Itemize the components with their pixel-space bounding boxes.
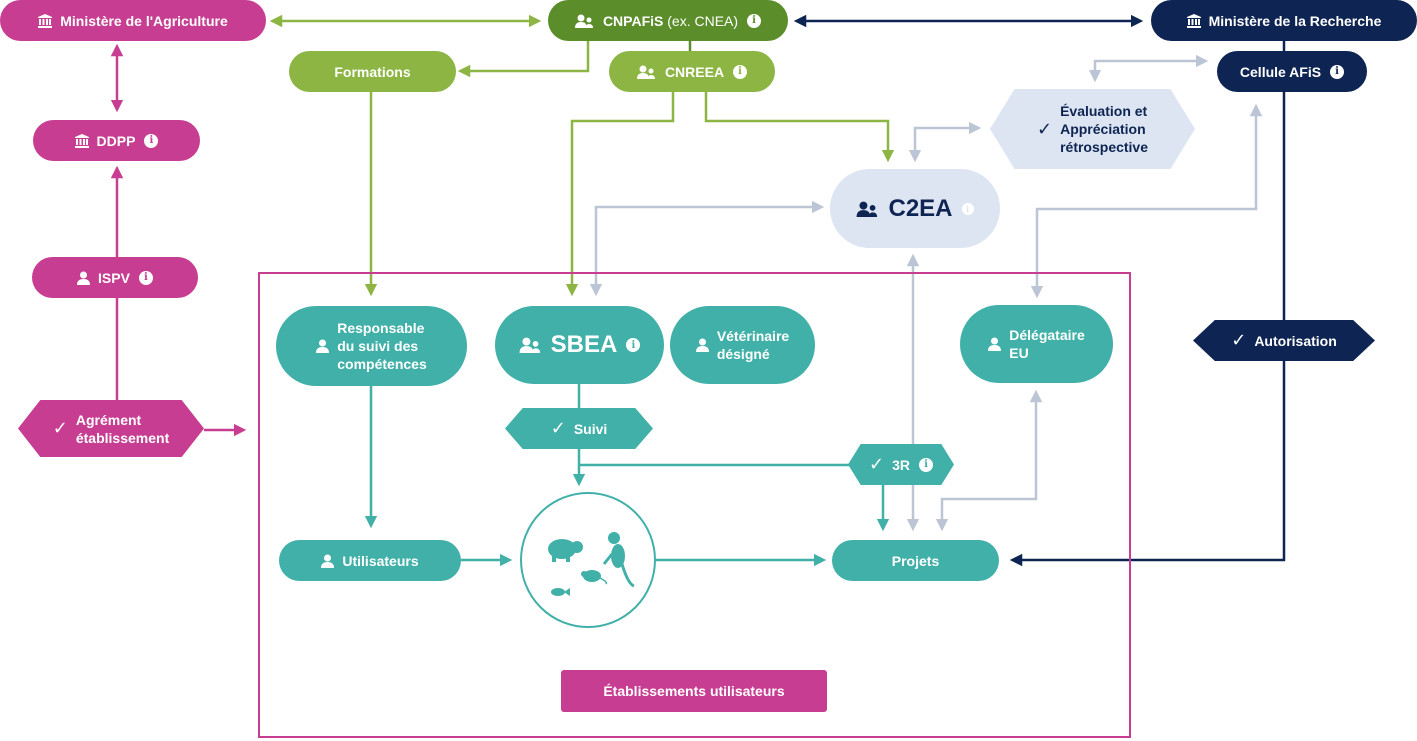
- evaluation-node[interactable]: ✓ Évaluation et Appréciation rétrospective: [990, 89, 1195, 169]
- three-r-node[interactable]: ✓ 3R i: [848, 444, 954, 485]
- wire-cellule-delegataire: [1030, 103, 1263, 299]
- group-icon: [856, 201, 880, 217]
- veterinaire-node[interactable]: Vétérinaire désigné: [670, 306, 815, 384]
- formations-node[interactable]: Formations: [289, 51, 456, 92]
- group-icon: [519, 337, 543, 353]
- node-label: Suivi: [573, 420, 608, 437]
- node-label-bold: CNPAFiS: [602, 12, 664, 29]
- node-label: Projets: [891, 552, 940, 569]
- cellule-afis-node[interactable]: Cellule AFiS i: [1217, 51, 1367, 92]
- ispv-node[interactable]: ISPV i: [32, 257, 198, 298]
- wire-cnreea-c2ea: [704, 92, 895, 163]
- node-label: 3R: [892, 456, 910, 473]
- node-label-line2: du suivi des: [337, 338, 419, 354]
- wire-projets-delegataire: [935, 389, 1043, 532]
- animals-node[interactable]: [520, 492, 656, 628]
- ministere-agriculture-node[interactable]: Ministère de l'Agriculture: [0, 0, 266, 41]
- node-label-line1: Agrément: [75, 411, 142, 428]
- node-label-line2: désigné: [716, 346, 770, 362]
- node-label-line1: Responsable: [337, 320, 425, 336]
- ddpp-node[interactable]: DDPP i: [33, 120, 200, 161]
- wire-cellule-projets: [1009, 92, 1286, 567]
- info-icon[interactable]: i: [138, 270, 153, 285]
- node-label: Cellule AFiS: [1239, 63, 1322, 80]
- institution-icon: [38, 13, 53, 28]
- group-icon: [636, 65, 657, 79]
- utilisateurs-node[interactable]: Utilisateurs: [279, 540, 461, 581]
- mouse-icon: [581, 570, 608, 585]
- suivi-node[interactable]: ✓ Suivi: [505, 408, 653, 449]
- node-label: Utilisateurs: [342, 552, 419, 569]
- c2ea-node[interactable]: C2EA i: [830, 169, 1000, 248]
- node-label-line3: rétrospective: [1060, 139, 1149, 155]
- info-icon[interactable]: i: [747, 13, 762, 28]
- node-label-line1: Délégataire: [1009, 327, 1085, 343]
- info-icon[interactable]: i: [144, 133, 159, 148]
- projets-node[interactable]: Projets: [832, 540, 999, 581]
- node-label: DDPP: [96, 132, 136, 149]
- node-label-normal: (ex. CNEA): [663, 12, 739, 29]
- node-label: Ministère de l'Agriculture: [60, 12, 228, 29]
- info-icon[interactable]: i: [626, 338, 641, 352]
- check-icon: ✓: [550, 418, 566, 438]
- responsable-node[interactable]: Responsable du suivi des compétences: [276, 306, 467, 386]
- fish-icon: [551, 588, 570, 596]
- etablissements-frame: [258, 272, 1131, 738]
- institution-icon: [74, 133, 89, 148]
- check-icon: ✓: [52, 418, 68, 438]
- person-icon: [321, 554, 335, 568]
- node-label-line1: Évaluation et: [1060, 103, 1148, 119]
- check-icon: ✓: [1036, 118, 1053, 139]
- wire-c2ea-evaluation: [908, 121, 982, 163]
- etablissements-utilisateurs-button[interactable]: Établissements utilisateurs: [561, 670, 827, 712]
- person-icon: [316, 339, 330, 353]
- wire-cnreea-sbea: [565, 92, 675, 297]
- node-label-line2: Appréciation: [1060, 121, 1146, 137]
- cnpafis-node[interactable]: CNPAFiS (ex. CNEA) i: [548, 0, 788, 41]
- button-label: Établissements utilisateurs: [603, 683, 785, 699]
- check-icon: ✓: [1231, 330, 1247, 350]
- node-label: CNREEA: [664, 63, 725, 80]
- ministere-recherche-node[interactable]: Ministère de la Recherche: [1151, 0, 1417, 41]
- person-icon: [77, 271, 91, 285]
- check-icon: ✓: [869, 454, 885, 474]
- node-label-line2: EU: [1009, 345, 1029, 361]
- node-label-line2: établissement: [75, 429, 170, 446]
- info-icon[interactable]: i: [1330, 64, 1345, 79]
- wire-eval-cellule: [1088, 54, 1209, 83]
- autorisation-node[interactable]: ✓ Autorisation: [1193, 320, 1375, 361]
- node-label: Autorisation: [1254, 332, 1337, 349]
- cnreea-node[interactable]: CNREEA i: [609, 51, 775, 92]
- pig-icon: [548, 539, 583, 562]
- info-icon[interactable]: i: [961, 202, 974, 215]
- person-icon: [988, 337, 1002, 351]
- person-icon: [695, 338, 709, 352]
- wire-cnpafis-formations: [457, 40, 590, 78]
- sbea-node[interactable]: SBEA i: [495, 306, 664, 384]
- monkey-icon: [602, 532, 635, 588]
- node-label: ISPV: [98, 269, 130, 286]
- node-label: Ministère de la Recherche: [1208, 12, 1382, 29]
- node-label-line3: compétences: [337, 356, 427, 372]
- group-icon: [574, 14, 595, 28]
- info-icon[interactable]: i: [919, 457, 933, 472]
- institution-icon: [1186, 13, 1201, 28]
- node-label: SBEA: [550, 331, 618, 358]
- node-label-line1: Vétérinaire: [716, 328, 790, 344]
- node-label: Formations: [334, 63, 411, 80]
- node-label: C2EA: [888, 194, 953, 222]
- info-icon[interactable]: i: [733, 64, 748, 79]
- wire-sbea-c2ea: [589, 200, 825, 297]
